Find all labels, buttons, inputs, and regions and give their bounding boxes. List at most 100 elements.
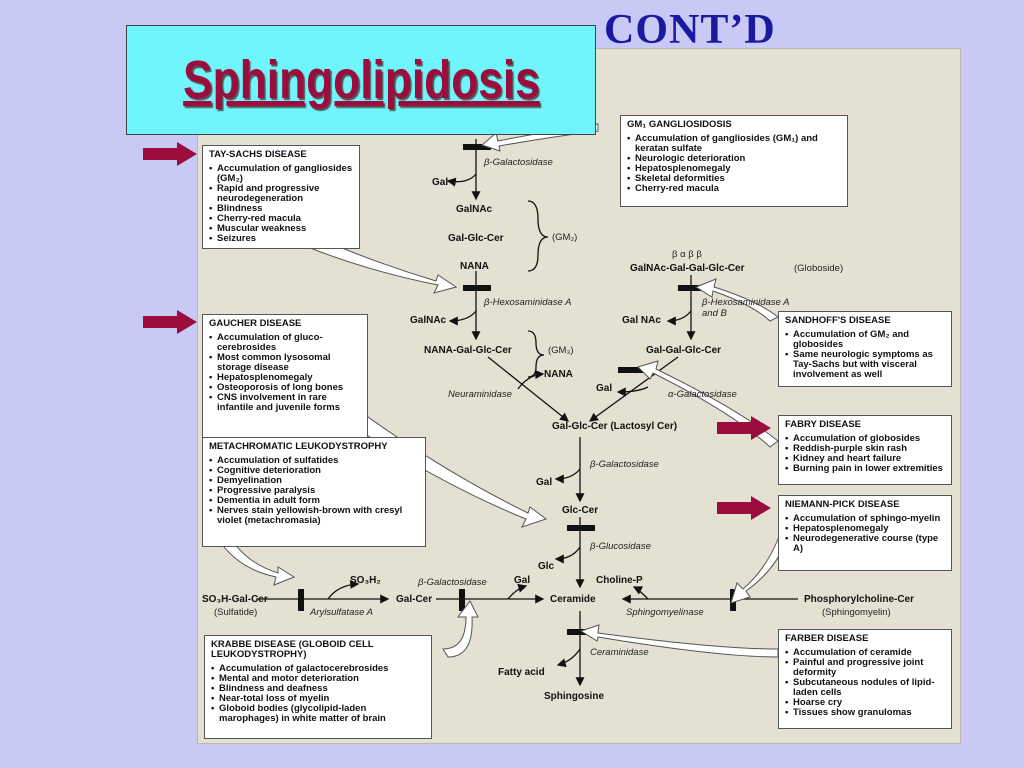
list-item: Progressive paralysis bbox=[209, 486, 419, 497]
metabolite-label: (GM₃) bbox=[548, 345, 574, 356]
list-item: Tissues show granulomas bbox=[785, 708, 945, 719]
list-item: Dementia in adult form bbox=[209, 496, 419, 507]
list-item: Hepatosplenomegaly bbox=[209, 373, 361, 384]
list-item: Near-total loss of myelin bbox=[211, 694, 425, 705]
metabolite-label: Gal-Glc-Cer (Lactosyl Cer) bbox=[552, 421, 678, 432]
list-item: Seizures bbox=[209, 234, 353, 245]
metabolite-label: Gal-Cer bbox=[396, 594, 433, 605]
metabolite-label: Gal bbox=[432, 177, 449, 188]
list-item: Blindness bbox=[209, 204, 353, 215]
cont-heading: CONT’D bbox=[604, 7, 776, 53]
list-item: Kidney and heart failure bbox=[785, 454, 945, 465]
title-box: Sphingolipidosis bbox=[126, 25, 596, 135]
metabolite-label: Glc-Cer bbox=[562, 505, 599, 516]
list-item: Subcutaneous nodules of lipid-laden cell… bbox=[785, 678, 945, 698]
list-item: Blindness and deafness bbox=[211, 684, 425, 695]
metabolite-label: β α β β bbox=[672, 249, 702, 260]
list-item: Accumulation of gangliosides (GM₁) and k… bbox=[627, 134, 841, 154]
list-item: Accumulation of globosides bbox=[785, 434, 945, 445]
list-item: Skeletal deformities bbox=[627, 174, 841, 185]
metabolite-label: Fatty acid bbox=[498, 667, 545, 678]
list-item: Hoarse cry bbox=[785, 698, 945, 709]
metabolite-label: Sphingosine bbox=[544, 691, 604, 702]
list-item: Hepatosplenomegaly bbox=[627, 164, 841, 175]
enzyme-label: β-Galactosidase bbox=[590, 459, 659, 470]
marker-arrow-icon bbox=[143, 310, 197, 334]
list-item: Most common lysosomal storage disease bbox=[209, 353, 361, 373]
metabolite-label: Gal NAc bbox=[622, 315, 661, 326]
enzyme-label: β-Hexosaminidase A and B bbox=[702, 297, 790, 319]
metachromatic-leukodystrophy-box: METACHROMATIC LEUKODYSTROPHY Accumulatio… bbox=[202, 437, 426, 547]
farber-box: FARBER DISEASE Accumulation of ceramide … bbox=[778, 629, 952, 729]
list-item: Osteoporosis of long bones bbox=[209, 383, 361, 394]
metabolite-label: Phosphorylcholine-Cer bbox=[804, 594, 915, 605]
list-item: Mental and motor deterioration bbox=[211, 674, 425, 685]
metabolite-label: Gal bbox=[596, 383, 613, 394]
metabolite-label: SO₃H-Gal-Cer bbox=[202, 594, 268, 605]
enzyme-label: β-Galactosidase bbox=[484, 157, 553, 168]
list-item: Same neurologic symptoms as Tay-Sachs bu… bbox=[785, 350, 945, 380]
list-item: Nerves stain yellowish-brown with cresyl… bbox=[209, 506, 419, 526]
box-title: NIEMANN-PICK DISEASE bbox=[785, 499, 900, 510]
niemann-pick-box: NIEMANN-PICK DISEASE Accumulation of sph… bbox=[778, 495, 952, 571]
enzyme-label: Sphingomyelinase bbox=[626, 607, 704, 618]
enzyme-label: Ceraminidase bbox=[590, 647, 649, 658]
metabolite-label: Choline-P bbox=[596, 575, 643, 586]
tay-sachs-box: TAY-SACHS DISEASE Accumulation of gangli… bbox=[202, 145, 360, 249]
metabolite-label: (GM₂) bbox=[552, 232, 578, 243]
page-title: Sphingolipidosis bbox=[182, 50, 540, 110]
metabolite-label: GalNAc bbox=[410, 315, 447, 326]
list-item: Painful and progressive joint deformity bbox=[785, 658, 945, 678]
fabry-box: FABRY DISEASE Accumulation of globosides… bbox=[778, 415, 952, 485]
box-title: TAY-SACHS DISEASE bbox=[209, 149, 307, 160]
list-item: Demyelination bbox=[209, 476, 419, 487]
list-item: Accumulation of galactocerebrosides bbox=[211, 664, 425, 675]
metabolite-label: SO₃H₂ bbox=[350, 575, 381, 586]
metabolite-label: Glc bbox=[538, 561, 555, 572]
list-item: Accumulation of ceramide bbox=[785, 648, 945, 659]
metabolite-label: Gal bbox=[536, 477, 553, 488]
list-item: Reddish-purple skin rash bbox=[785, 444, 945, 455]
metabolite-label: Gal bbox=[514, 575, 531, 586]
enzyme-label: β-Hexosaminidase A bbox=[484, 297, 572, 308]
metabolite-label: GalNAc-Gal-Gal-Glc-Cer bbox=[630, 263, 745, 274]
list-item: Accumulation of GM₂ and globosides bbox=[785, 330, 945, 350]
list-item: Cognitive deterioration bbox=[209, 466, 419, 477]
box-title: METACHROMATIC LEUKODYSTROPHY bbox=[209, 441, 388, 452]
enzyme-label: β-Glucosidase bbox=[590, 541, 651, 552]
list-item: Neurologic deterioration bbox=[627, 154, 841, 165]
sandhoff-box: SANDHOFF'S DISEASE Accumulation of GM₂ a… bbox=[778, 311, 952, 387]
list-item: Globoid bodies (glycolipid-laden maropha… bbox=[211, 704, 425, 724]
metabolite-label: NANA-Gal-Glc-Cer bbox=[424, 345, 512, 356]
pathway-figure: GM₁ GANGLIOSIDOSIS Accumulation of gangl… bbox=[197, 48, 961, 744]
marker-arrow-icon bbox=[143, 142, 197, 166]
metabolite-label: NANA bbox=[460, 261, 489, 272]
list-item: Accumulation of gluco-cerebrosides bbox=[209, 333, 361, 353]
list-item: Neurodegenerative course (type A) bbox=[785, 534, 945, 554]
metabolite-label: GalNAc bbox=[456, 204, 493, 215]
list-item: CNS involvement in rare infantile and ju… bbox=[209, 393, 361, 413]
list-item: Accumulation of sphingo-myelin bbox=[785, 514, 945, 525]
gm1-gangliosidosis-box: GM₁ GANGLIOSIDOSIS Accumulation of gangl… bbox=[620, 115, 848, 207]
box-title: FABRY DISEASE bbox=[785, 419, 862, 430]
metabolite-label: Gal-Glc-Cer bbox=[448, 233, 504, 244]
box-title: KRABBE DISEASE (GLOBOID CELL LEUKODYSTRO… bbox=[211, 639, 374, 660]
marker-arrow-icon bbox=[717, 416, 771, 440]
list-item: Accumulation of sulfatides bbox=[209, 456, 419, 467]
box-title: GAUCHER DISEASE bbox=[209, 318, 302, 329]
metabolite-label: (Globoside) bbox=[794, 263, 844, 274]
list-item: Accumulation of gangliosides (GM₂) bbox=[209, 164, 353, 184]
enzyme-label: α-Galactosidase bbox=[668, 389, 737, 400]
krabbe-box: KRABBE DISEASE (GLOBOID CELL LEUKODYSTRO… bbox=[204, 635, 432, 739]
enzyme-label: β-Galactosidase bbox=[418, 577, 487, 588]
metabolite-label: Ceramide bbox=[550, 594, 596, 605]
list-item: Cherry-red macula bbox=[209, 214, 353, 225]
metabolite-label: NANA bbox=[544, 369, 573, 380]
enzyme-label: Arylsulfatase A bbox=[310, 607, 374, 618]
marker-arrow-icon bbox=[717, 496, 771, 520]
box-title: GM₁ GANGLIOSIDOSIS bbox=[627, 119, 732, 130]
list-item: Burning pain in lower extremities bbox=[785, 464, 945, 475]
box-title: SANDHOFF'S DISEASE bbox=[785, 315, 891, 326]
list-item: Cherry-red macula bbox=[627, 184, 841, 195]
metabolite-label: (Sulfatide) bbox=[214, 607, 258, 618]
